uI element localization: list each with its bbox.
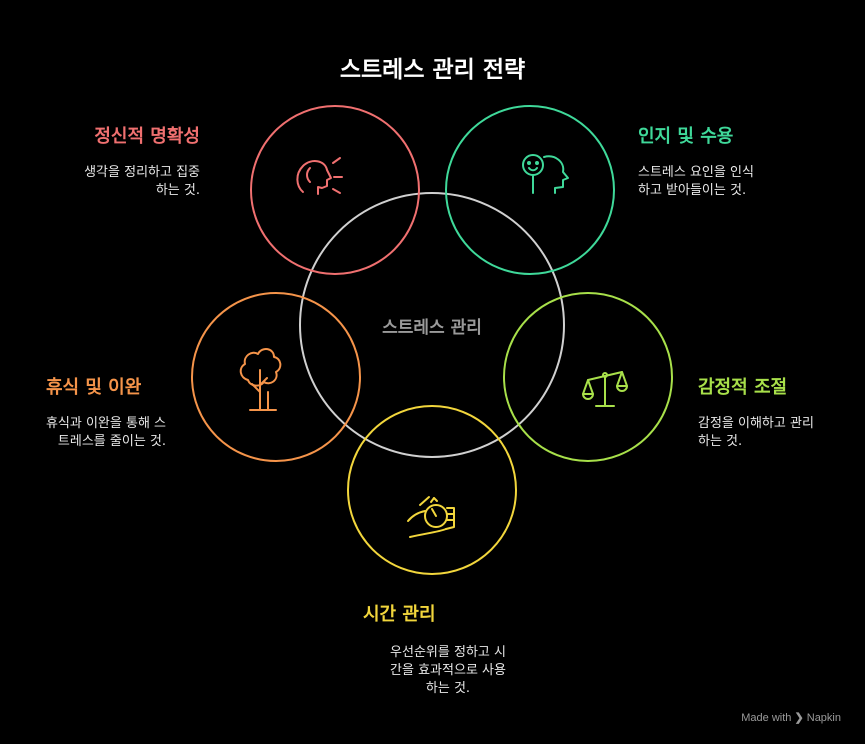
node-description: 감정을 이해하고 관리 하는 것. xyxy=(698,416,814,449)
node-description: 스트레스 요인을 인식 하고 받아들이는 것. xyxy=(638,165,754,198)
node-rest: 휴식 및 이완 휴식과 이완을 통해 스 트레스를 줄이는 것. xyxy=(46,373,166,451)
node-title: 휴식 및 이완 xyxy=(45,377,142,398)
circle-emotion xyxy=(503,292,673,462)
node-title: 인지 및 수용 xyxy=(638,126,734,147)
node-title: 감정적 조절 xyxy=(698,377,788,398)
tree-icon xyxy=(239,348,282,411)
node-description: 휴식과 이완을 통해 스 트레스를 줄이는 것. xyxy=(45,416,166,449)
watermark-prefix: Made with xyxy=(741,712,792,724)
center-label: 스트레스 관리 xyxy=(382,318,482,338)
circle-rest xyxy=(191,292,361,462)
node-description: 우선순위를 정하고 시 간을 효과적으로 사용 하는 것. xyxy=(390,645,506,696)
watermark-brand: Napkin xyxy=(806,712,841,724)
napkin-logo-icon: ❯ xyxy=(794,712,804,724)
head-thinking-icon xyxy=(296,157,343,195)
node-emotion: 감정적 조절 감정을 이해하고 관리 하는 것. xyxy=(698,373,814,451)
diagram-title: 스트레스 관리 전략 xyxy=(339,57,526,83)
balance-scale-icon xyxy=(582,371,628,407)
circle-acceptance xyxy=(445,105,615,275)
center-circle xyxy=(299,192,565,458)
watermark: Made with ❯ Napkin xyxy=(741,711,841,724)
circle-clarity xyxy=(250,105,420,275)
hand-stopwatch-icon xyxy=(407,496,455,538)
node-acceptance: 인지 및 수용 스트레스 요인을 인식 하고 받아들이는 것. xyxy=(638,122,754,200)
node-title: 시간 관리 xyxy=(363,604,436,625)
node-description: 생각을 정리하고 집중 하는 것. xyxy=(84,165,200,198)
circle-time xyxy=(347,405,517,575)
node-title: 정신적 명확성 xyxy=(94,126,200,147)
face-head-icon xyxy=(522,154,569,194)
node-clarity: 정신적 명확성 생각을 정리하고 집중 하는 것. xyxy=(84,122,200,200)
node-time: 시간 관리 우선순위를 정하고 시 간을 효과적으로 사용 하는 것. xyxy=(363,600,533,698)
